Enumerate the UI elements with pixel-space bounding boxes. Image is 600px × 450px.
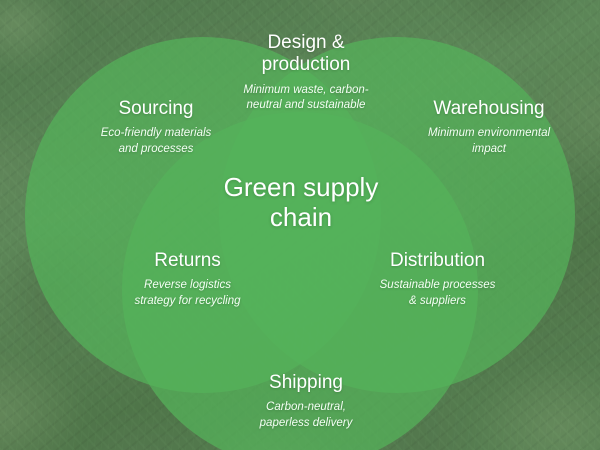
venn-label-returns: Returns Reverse logistics strategy for r… [100, 250, 275, 309]
venn-center-label: Green supply chain [170, 172, 432, 233]
distribution-description: Sustainable processes & suppliers [379, 279, 496, 307]
shipping-title: Shipping [269, 372, 343, 393]
returns-description: Reverse logistics strategy for recycling [134, 279, 241, 307]
design-production-description: Minimum waste, carbon- neutral and susta… [243, 83, 369, 112]
center-title: Green supply chain [223, 172, 379, 233]
venn-label-shipping: Shipping Carbon-neutral, paperless deliv… [212, 372, 400, 431]
venn-label-design-production: Design & production Minimum waste, carbo… [202, 32, 410, 113]
distribution-title: Distribution [389, 250, 486, 271]
venn-label-warehousing: Warehousing Minimum environmental impact [395, 98, 583, 157]
sourcing-description: Eco-friendly materials and processes [100, 127, 212, 155]
shipping-description: Carbon-neutral, paperless delivery [259, 401, 353, 429]
warehousing-description: Minimum environmental impact [427, 127, 551, 155]
design-production-title: Design & production [261, 32, 351, 76]
venn-label-distribution: Distribution Sustainable processes & sup… [345, 250, 530, 309]
returns-title: Returns [154, 250, 221, 271]
sourcing-title: Sourcing [118, 98, 194, 119]
venn-label-sourcing: Sourcing Eco-friendly materials and proc… [62, 98, 250, 157]
venn-circle-shipping [122, 112, 478, 450]
warehousing-title: Warehousing [433, 98, 545, 119]
